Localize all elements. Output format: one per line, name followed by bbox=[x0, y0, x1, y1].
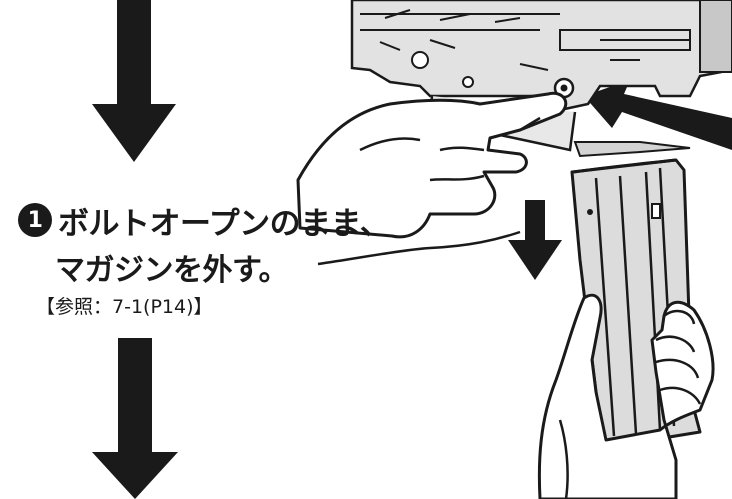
page-reference: 【参照：7-1(P14)】 bbox=[36, 296, 213, 318]
step-number-badge: 1 bbox=[18, 203, 52, 237]
magazine-down-arrow-icon bbox=[508, 200, 562, 280]
flow-down-arrow-bottom-icon bbox=[92, 338, 178, 499]
leader-line bbox=[317, 230, 521, 266]
pointer-arrow-icon bbox=[584, 80, 732, 150]
step-text-line1: ボルトオープンのまま、 bbox=[58, 205, 391, 242]
magazine-hand bbox=[537, 293, 715, 499]
step-instruction-line1: 1 ボルトオープンのまま、 bbox=[18, 200, 391, 242]
step-text-line2: マガジンを外す。 bbox=[55, 253, 289, 288]
rifle-receiver bbox=[350, 0, 732, 158]
flow-down-arrow-top-icon bbox=[92, 0, 176, 162]
trigger-hand bbox=[296, 91, 568, 239]
